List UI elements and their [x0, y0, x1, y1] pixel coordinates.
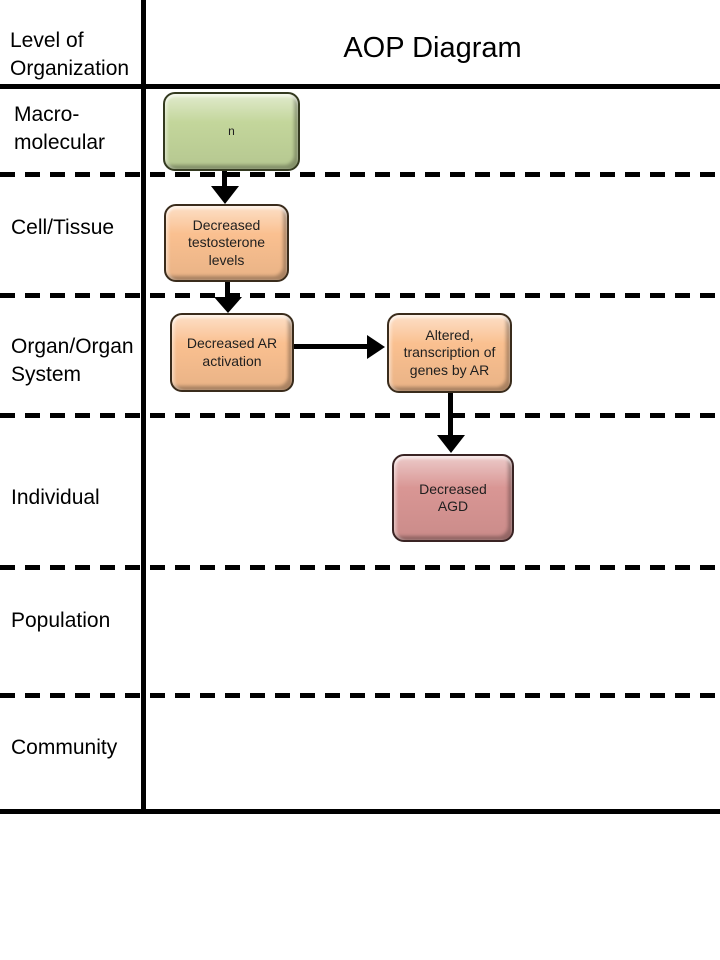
arrowhead-ar-activation-to-transcription: [367, 335, 385, 359]
node-decreased-agd: Decreased AGD: [392, 454, 514, 542]
row-label-cell-tissue: Cell/Tissue: [11, 216, 115, 239]
row-label-individual: Individual: [11, 486, 100, 509]
row-divider-dashed-line-2: [0, 293, 720, 298]
row-label-organ-system: Organ/Organ System: [11, 335, 134, 386]
row-divider-dashed-line-5: [0, 693, 720, 698]
arrow-ar-activation-to-transcription: [292, 344, 367, 349]
row-divider-dashed-line-3: [0, 413, 720, 418]
page-title: AOP Diagram: [343, 32, 522, 64]
row-divider-dashed-line-1: [0, 172, 720, 177]
header-divider-line: [0, 84, 720, 89]
node-decreased-ar-activation: Decreased AR activation: [170, 313, 294, 392]
row-label-population: Population: [11, 609, 111, 632]
arrow-testosterone-to-ar-activation: [225, 278, 230, 297]
arrow-transcription-to-agd: [448, 389, 453, 435]
arrow-n-to-testosterone: [222, 166, 227, 187]
node-macromolecular-n: n: [163, 92, 300, 171]
table-bottom-line: [0, 809, 720, 814]
header-level-of-organization-label: Level of Organization: [10, 29, 130, 80]
arrowhead-transcription-to-agd: [437, 435, 465, 453]
row-label-macromolecular: Macro- molecular: [14, 103, 106, 154]
arrowhead-testosterone-to-ar-activation: [214, 297, 242, 313]
row-divider-dashed-line-4: [0, 565, 720, 570]
column-divider-line: [141, 0, 146, 813]
node-altered-transcription-genes-ar: Altered, transcription of genes by AR: [387, 313, 512, 393]
arrowhead-n-to-testosterone: [211, 186, 239, 204]
node-decreased-testosterone-levels: Decreased testosterone levels: [164, 204, 289, 282]
row-label-community: Community: [11, 736, 118, 759]
